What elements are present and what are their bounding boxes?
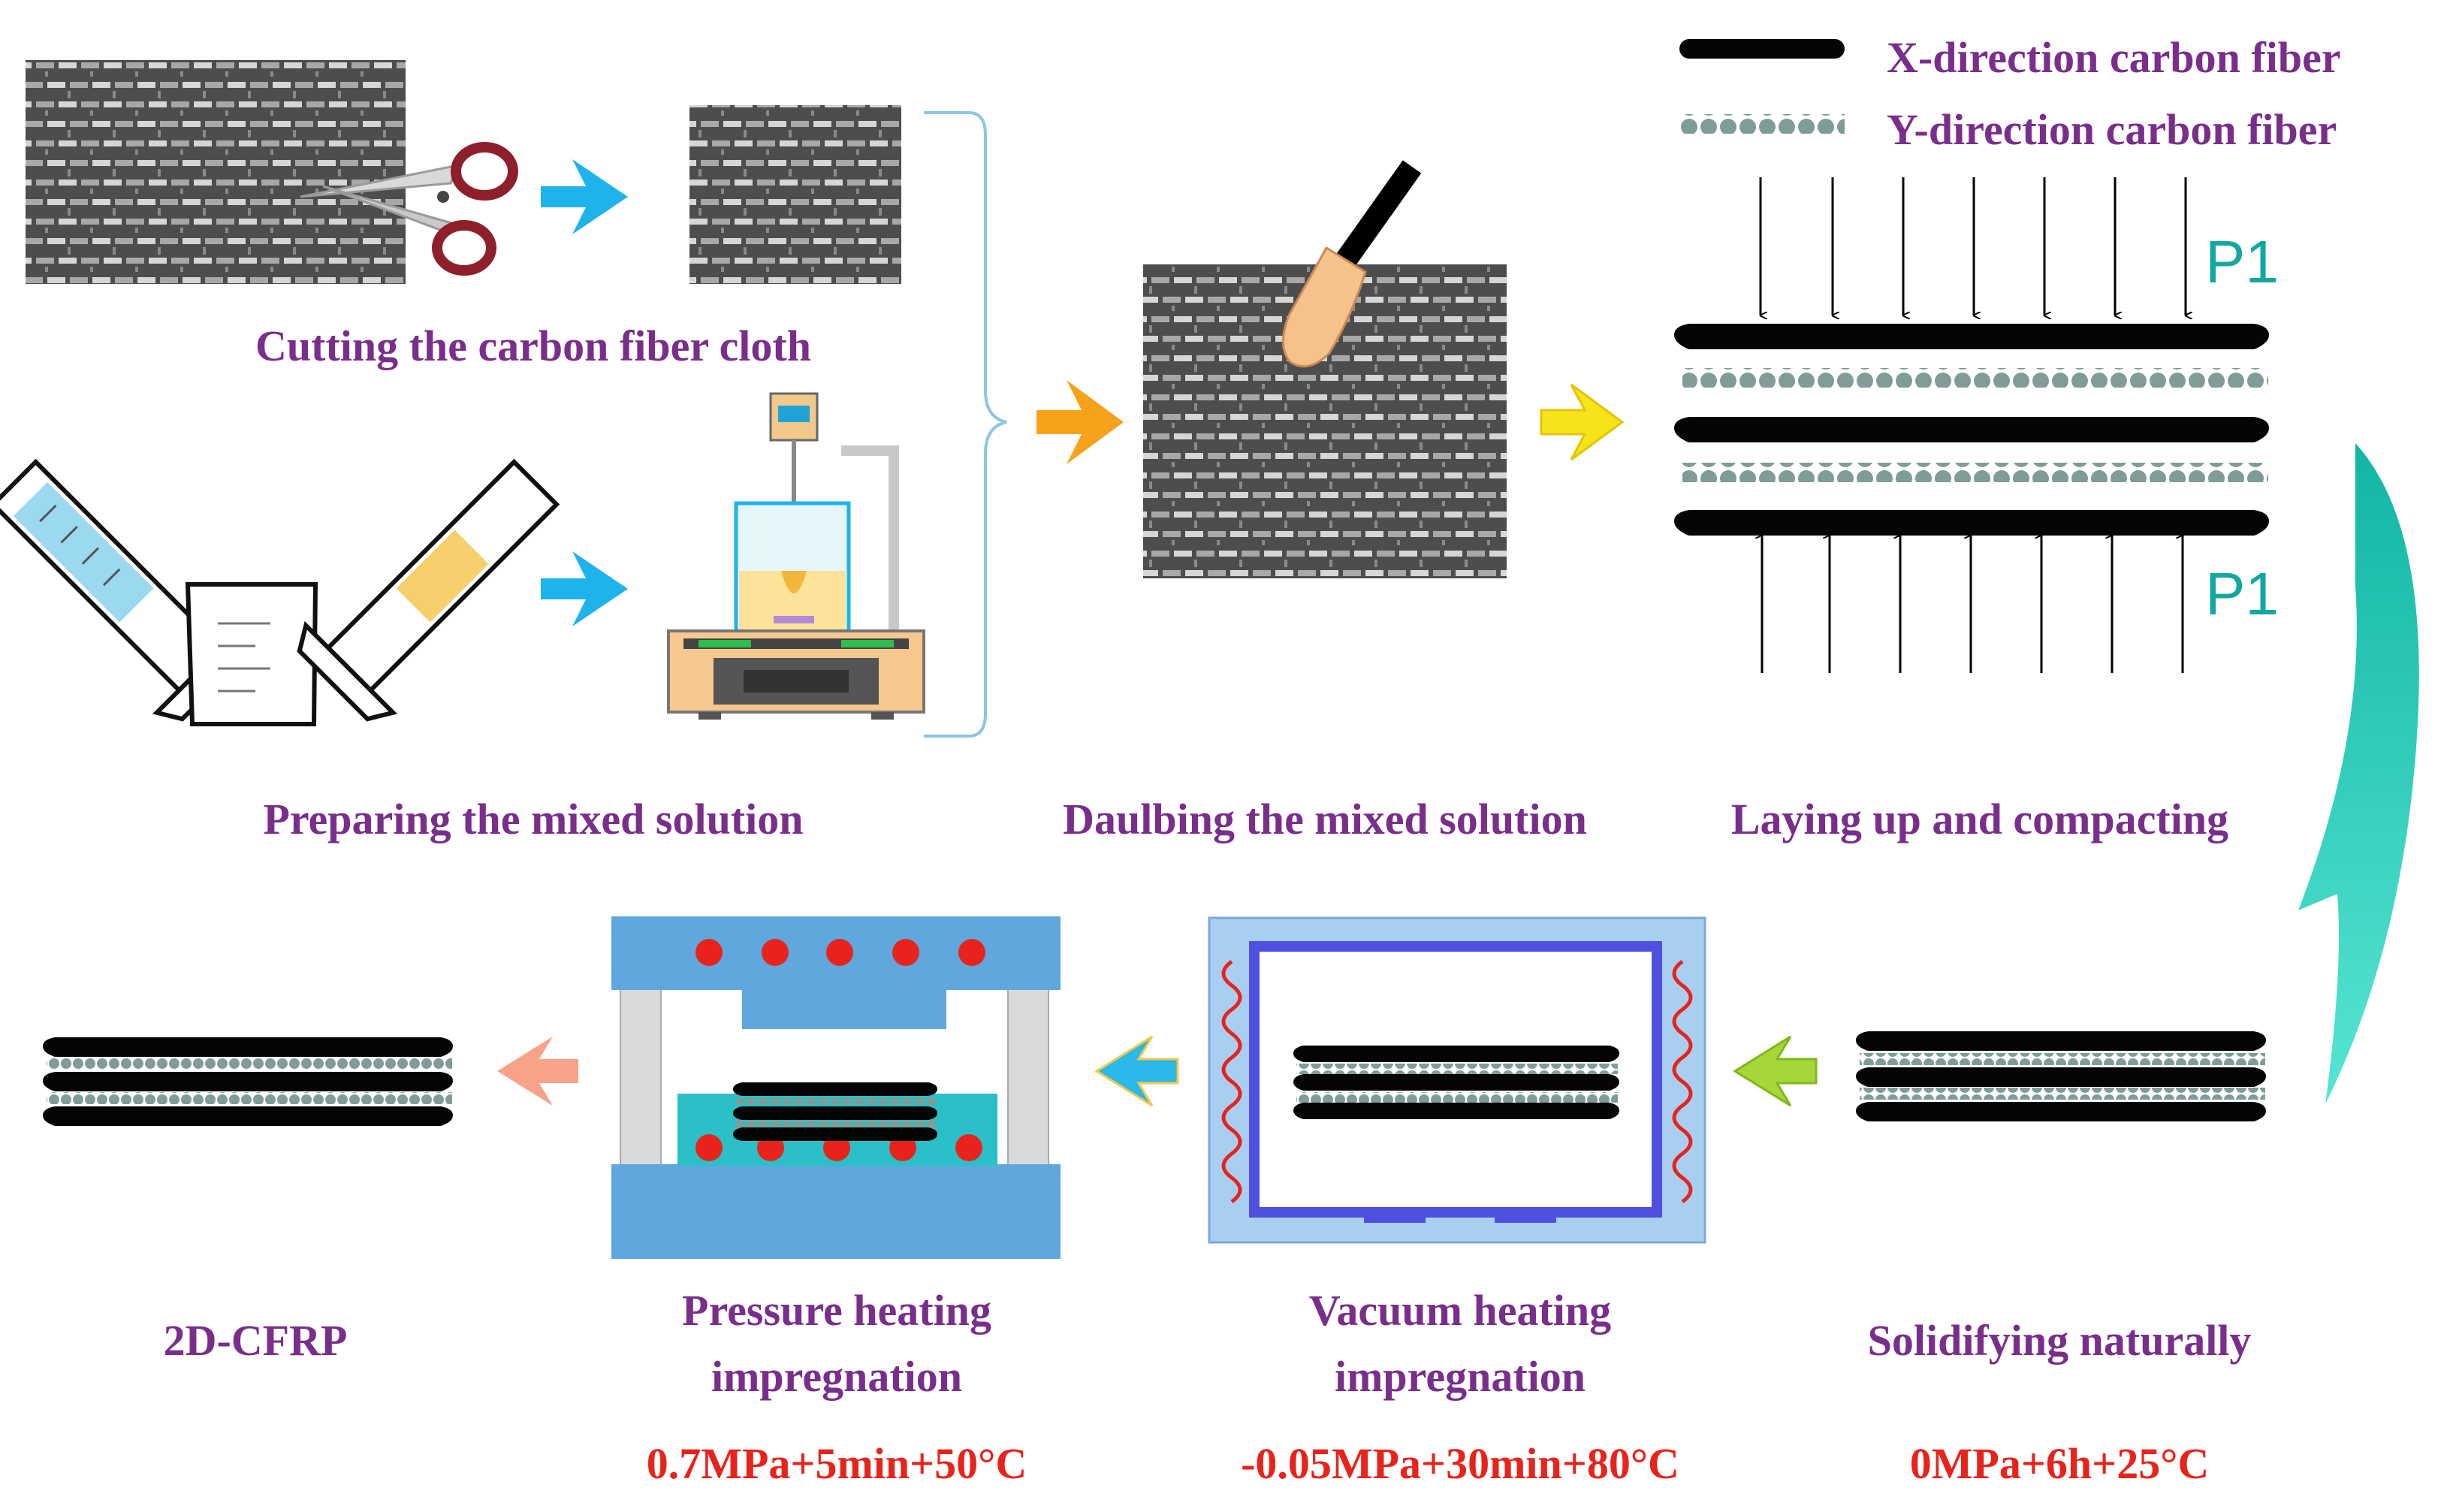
product-x-fiber-2	[43, 1072, 453, 1091]
y-fiber-layer-2	[1682, 463, 2268, 482]
daubing-label: Daulbing the mixed solution	[1063, 795, 1587, 844]
vacuum-oven-foot-left	[1364, 1212, 1426, 1223]
cutting-step: Cutting the carbon fiber cloth	[26, 60, 901, 370]
press-column-left	[620, 986, 662, 1168]
preparing-step: Preparing the mixed solution	[0, 392, 925, 844]
vac-x-fiber-3	[1293, 1103, 1619, 1119]
pressure-arrows-top	[1759, 177, 2186, 315]
arrow-to-laying	[1540, 383, 1625, 461]
carbon-cloth-cut-piece	[689, 105, 901, 284]
vac-y-fiber-2	[1296, 1092, 1618, 1103]
scissors-icon	[300, 142, 518, 276]
legend-y-fiber-swatch	[1679, 114, 1845, 134]
arrow-to-daubing	[1036, 380, 1124, 464]
vacuum-step: Vacuum heating impregnation -0.05MPa+30m…	[1208, 916, 1706, 1488]
arrow-to-vacuum	[1733, 1035, 1818, 1107]
brush-icon	[1281, 160, 1422, 368]
press-y-fiber-1	[736, 1098, 936, 1106]
magnetic-stirrer-icon	[667, 392, 925, 720]
pressure-label-top: P1	[2205, 228, 2279, 295]
x-fiber-layer-2	[1674, 417, 2269, 442]
vacuum-label-line2: impregnation	[1335, 1352, 1586, 1401]
solid-y-fiber-2	[1860, 1088, 2265, 1100]
pressure-arrows-bottom	[1762, 535, 2184, 673]
pressure-label-line1: Pressure heating	[682, 1286, 991, 1335]
press-top-plate	[611, 916, 1061, 1029]
press-heaters-top	[695, 939, 985, 966]
solidifying-condition: 0MPa+6h+25°C	[1910, 1439, 2210, 1488]
press-x-fiber-1	[733, 1082, 937, 1096]
solidifying-label: Solidifying naturally	[1868, 1316, 2252, 1365]
legend-x-fiber-label: X-direction carbon fiber	[1887, 33, 2341, 82]
press-x-fiber-3	[733, 1127, 937, 1141]
vac-x-fiber-2	[1293, 1074, 1619, 1091]
solid-x-fiber-3	[1856, 1102, 2266, 1121]
product-y-fiber-2	[47, 1092, 452, 1104]
solid-x-fiber-1	[1856, 1031, 2266, 1051]
product-x-fiber-3	[43, 1106, 453, 1126]
press-column-right	[1007, 986, 1049, 1168]
cutting-label: Cutting the carbon fiber cloth	[255, 321, 811, 370]
legend: X-direction carbon fiber Y-direction car…	[1679, 33, 2341, 154]
press-x-fiber-2	[733, 1106, 937, 1120]
legend-x-fiber-swatch	[1679, 39, 1845, 59]
arrow-to-product	[497, 1037, 578, 1106]
solid-y-fiber-1	[1860, 1053, 2265, 1065]
x-fiber-layer-1	[1674, 324, 2269, 349]
vacuum-oven-foot-right	[1495, 1212, 1556, 1223]
curved-arrow-down	[2298, 443, 2419, 1104]
press-heaters-bottom	[695, 1134, 982, 1161]
pressure-condition: 0.7MPa+5min+50°C	[647, 1439, 1027, 1488]
x-fiber-layer-3	[1674, 510, 2269, 536]
preparing-label: Preparing the mixed solution	[263, 795, 803, 844]
beaker-empty-icon	[185, 582, 318, 726]
laying-step: P1 P1 Laying up and compacting	[1674, 177, 2279, 844]
vac-x-fiber-1	[1293, 1046, 1619, 1062]
arrow-prep-to-stirrer	[541, 551, 628, 626]
press-y-fiber-2	[736, 1121, 936, 1128]
graduated-cylinder-right-icon	[297, 458, 560, 722]
solid-x-fiber-2	[1856, 1067, 2266, 1087]
heater-coil-left	[1221, 959, 1242, 1204]
vacuum-label-line1: Vacuum heating	[1309, 1286, 1611, 1335]
vac-y-fiber-1	[1296, 1064, 1618, 1074]
pressure-label-bottom: P1	[2205, 560, 2279, 627]
legend-y-fiber-label: Y-direction carbon fiber	[1887, 105, 2337, 154]
merge-brace	[924, 111, 1007, 738]
carbon-cloth-large	[26, 60, 406, 284]
product-step: 2D-CFRP	[43, 1037, 453, 1365]
heater-coil-right	[1672, 959, 1693, 1204]
pressure-step: Pressure heating impregnation 0.7MPa+5mi…	[611, 916, 1061, 1488]
arrow-to-press	[1094, 1035, 1179, 1107]
product-y-fiber-1	[47, 1058, 452, 1070]
graduated-cylinder-left-icon	[0, 458, 253, 722]
daubing-step: Daulbing the mixed solution	[1036, 160, 1625, 844]
vacuum-condition: -0.05MPa+30min+80°C	[1241, 1439, 1679, 1488]
laying-label: Laying up and compacting	[1731, 795, 2228, 844]
y-fiber-layer-1	[1682, 368, 2268, 388]
product-x-fiber-1	[43, 1037, 453, 1057]
arrow-cut-to-piece	[541, 159, 628, 234]
solidifying-step: Solidifying naturally 0MPa+6h+25°C	[1856, 1031, 2266, 1488]
product-label: 2D-CFRP	[164, 1316, 348, 1365]
press-bottom-plate	[611, 1164, 1061, 1259]
pressure-label-line2: impregnation	[711, 1352, 962, 1401]
